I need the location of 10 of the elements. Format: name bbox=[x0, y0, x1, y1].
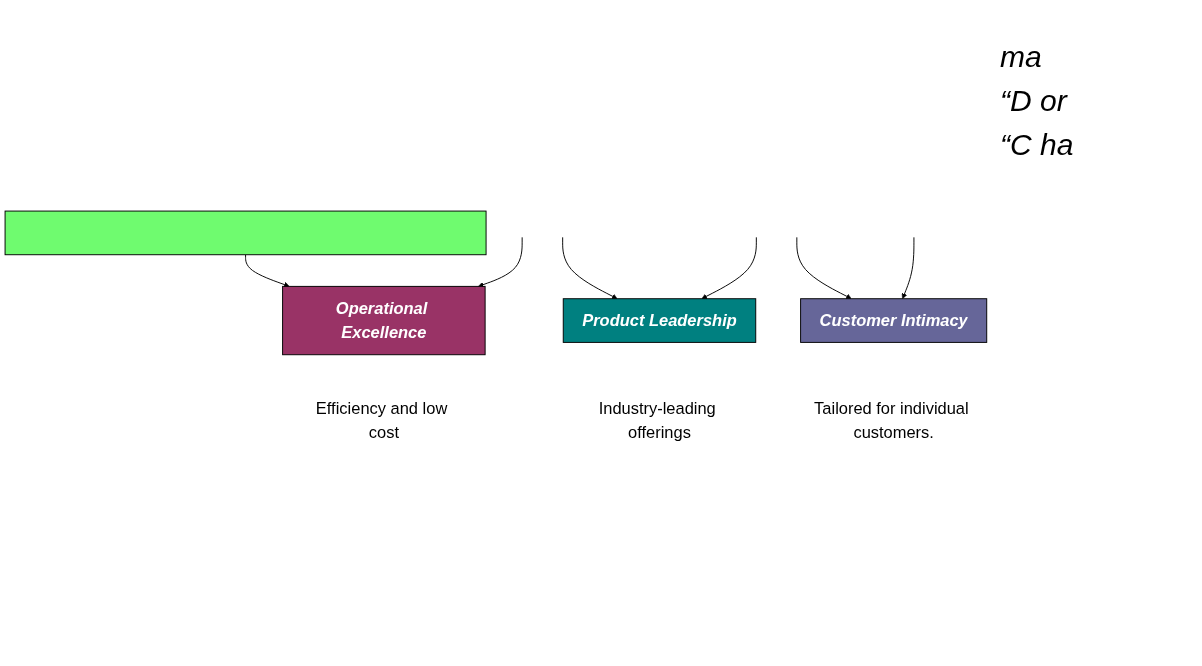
node-label: Tailored for individual customers. bbox=[814, 398, 969, 443]
node-box: Customer Intimacy bbox=[800, 298, 988, 343]
node-box: Product Leadership bbox=[562, 298, 757, 343]
note-text: “C ha bbox=[1000, 128, 1075, 162]
node-box: Operational Excellence bbox=[282, 286, 486, 356]
node-label: Efficiency and low cost bbox=[315, 398, 448, 443]
node-label: Industry-leading offerings bbox=[598, 398, 716, 443]
node-bar bbox=[4, 210, 487, 256]
note-text: “D or bbox=[1000, 84, 1069, 118]
note-text: ma bbox=[1000, 40, 1043, 74]
